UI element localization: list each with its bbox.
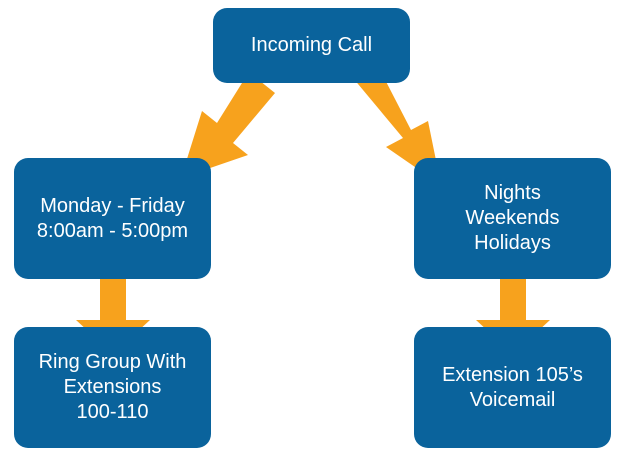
node-label-line: Holidays — [474, 232, 551, 254]
node-label-line: Nights — [484, 182, 541, 204]
node-ring-group: Ring Group With Extensions 100-110 — [14, 327, 211, 448]
node-incoming-call: Incoming Call — [213, 8, 410, 83]
node-label-line: Incoming Call — [250, 34, 373, 56]
node-label-line: Ring Group With — [38, 351, 187, 373]
node-weekday-hours: Monday - Friday 8:00am - 5:00pm — [14, 158, 211, 279]
node-label-line: Weekends — [465, 207, 560, 229]
arrow-incoming-to-after-hours — [353, 66, 441, 185]
node-label-line: 100-110 — [76, 401, 149, 423]
node-label-line: Monday - Friday — [40, 194, 185, 217]
arrow-incoming-to-weekday — [181, 73, 275, 178]
node-voicemail: Extension 105’s Voicemail — [414, 327, 611, 448]
node-label-line: Extension 105’s — [442, 363, 583, 386]
node-label-line: Extensions — [63, 376, 162, 398]
node-label-line: Voicemail — [469, 388, 556, 411]
node-label-line: 8:00am - 5:00pm — [36, 219, 189, 242]
node-after-hours: Nights Weekends Holidays — [414, 158, 611, 279]
